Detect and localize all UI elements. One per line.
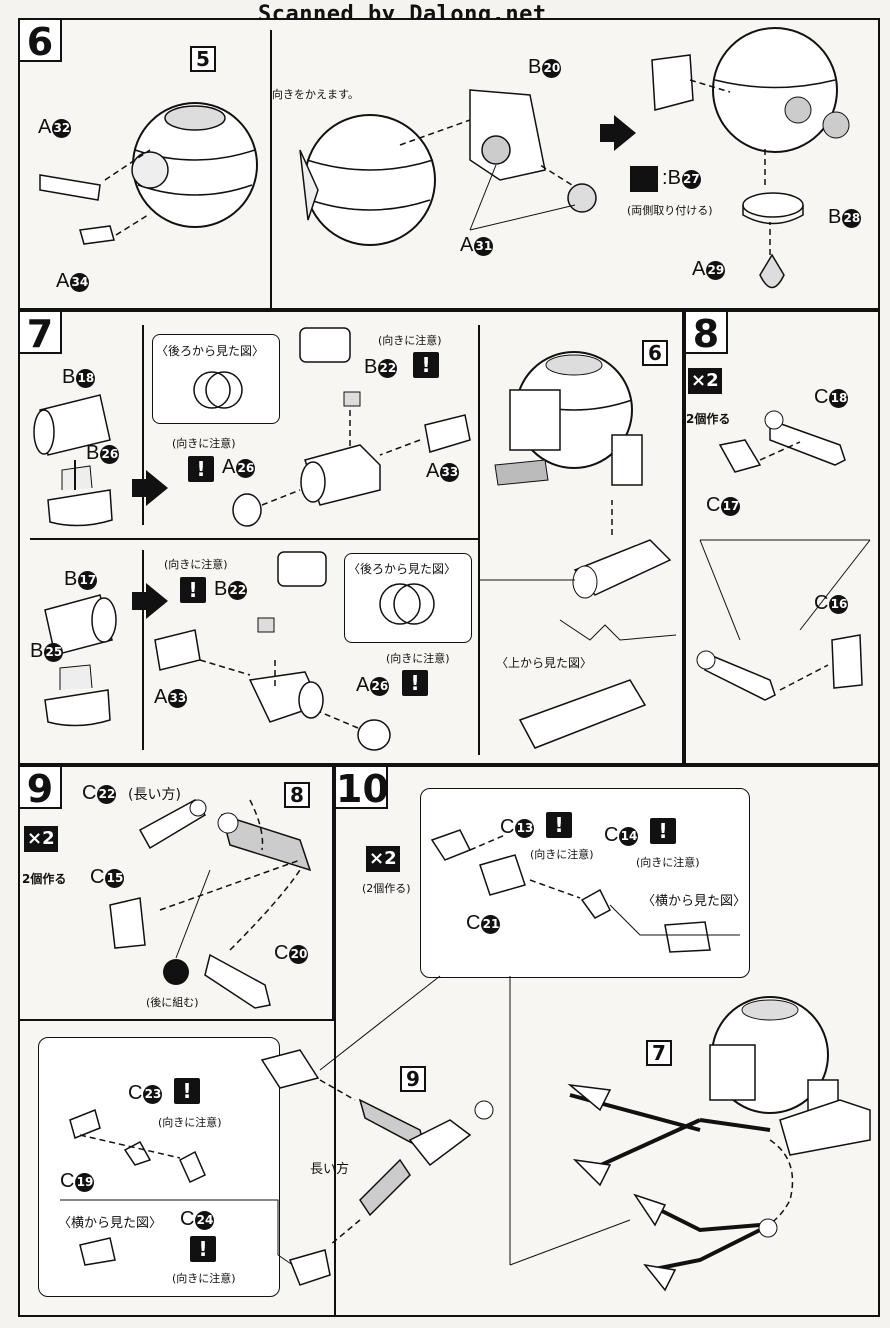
divider: [142, 550, 144, 750]
ref-step-8: 8: [284, 782, 310, 808]
caution-note: (向きに注意): [378, 334, 442, 347]
divider: [478, 325, 480, 755]
ref-step-5: 5: [190, 46, 216, 72]
warning-icon: !: [402, 670, 428, 696]
ref-step-6: 6: [642, 340, 668, 366]
x2-badge: ×2: [366, 846, 400, 872]
step-9-number: 9: [18, 765, 62, 811]
caution-note: (向きに注意): [636, 856, 700, 869]
warning-icon: !: [650, 818, 676, 844]
arrow-icon: [600, 115, 636, 151]
arrow-icon: [132, 470, 168, 506]
back-view-box: [152, 334, 280, 424]
sub-assembly-box: [38, 1037, 280, 1297]
caution-note: (向きに注意): [530, 848, 594, 861]
warning-icon: !: [188, 456, 214, 482]
warning-icon: !: [180, 577, 206, 603]
back-view-box: [344, 553, 472, 643]
both-sides-icon: [630, 166, 658, 192]
make-two-label: 2個作る: [22, 872, 67, 886]
back-view-label: 〈後ろから見た図〉: [348, 562, 457, 576]
step-7-illustrations: [33, 327, 677, 751]
note-both-sides: (両側取り付ける): [627, 204, 713, 217]
caution-note: (向きに注意): [386, 652, 450, 665]
caution-note: (向きに注意): [158, 1116, 222, 1129]
arrow-icon: [132, 583, 168, 619]
long-side-label: 長い方: [310, 1162, 350, 1177]
divider: [30, 538, 480, 540]
make-two-label: 2個作る: [686, 412, 731, 426]
x2-badge: ×2: [24, 826, 58, 852]
caution-note: (向きに注意): [172, 437, 236, 450]
warning-icon: !: [190, 1236, 216, 1262]
step-8-illustrations: [696, 410, 871, 701]
warning-icon: !: [546, 812, 572, 838]
ref-step-9: 9: [400, 1066, 426, 1092]
note-turn: 向きをかえます。: [272, 88, 359, 101]
divider: [142, 325, 144, 525]
warning-icon: !: [413, 352, 439, 378]
side-view-label: 〈横から見た図〉: [642, 894, 747, 909]
caution-note: (向きに注意): [164, 558, 228, 571]
top-view-label: 〈上から見た図〉: [496, 656, 593, 670]
long-side-label: (長い方): [128, 787, 181, 803]
step-10-number: 10: [334, 765, 389, 811]
step-6-number: 6: [18, 18, 62, 64]
step-9-illustrations: [109, 799, 312, 1009]
back-view-label: 〈後ろから見た図〉: [156, 344, 265, 358]
assemble-later-label: (後に組む): [146, 996, 199, 1009]
caution-note: (向きに注意): [172, 1272, 236, 1285]
x2-badge: ×2: [688, 368, 722, 394]
step-7-number: 7: [18, 310, 62, 356]
divider: [270, 30, 272, 308]
make-two-label: (2個作る): [362, 882, 411, 895]
side-view-label: 〈横から見た図〉: [58, 1216, 163, 1231]
step-8-number: 8: [684, 310, 728, 356]
ref-step-7: 7: [646, 1040, 672, 1066]
warning-icon: !: [174, 1078, 200, 1104]
step-6-illustrations: [39, 27, 850, 289]
